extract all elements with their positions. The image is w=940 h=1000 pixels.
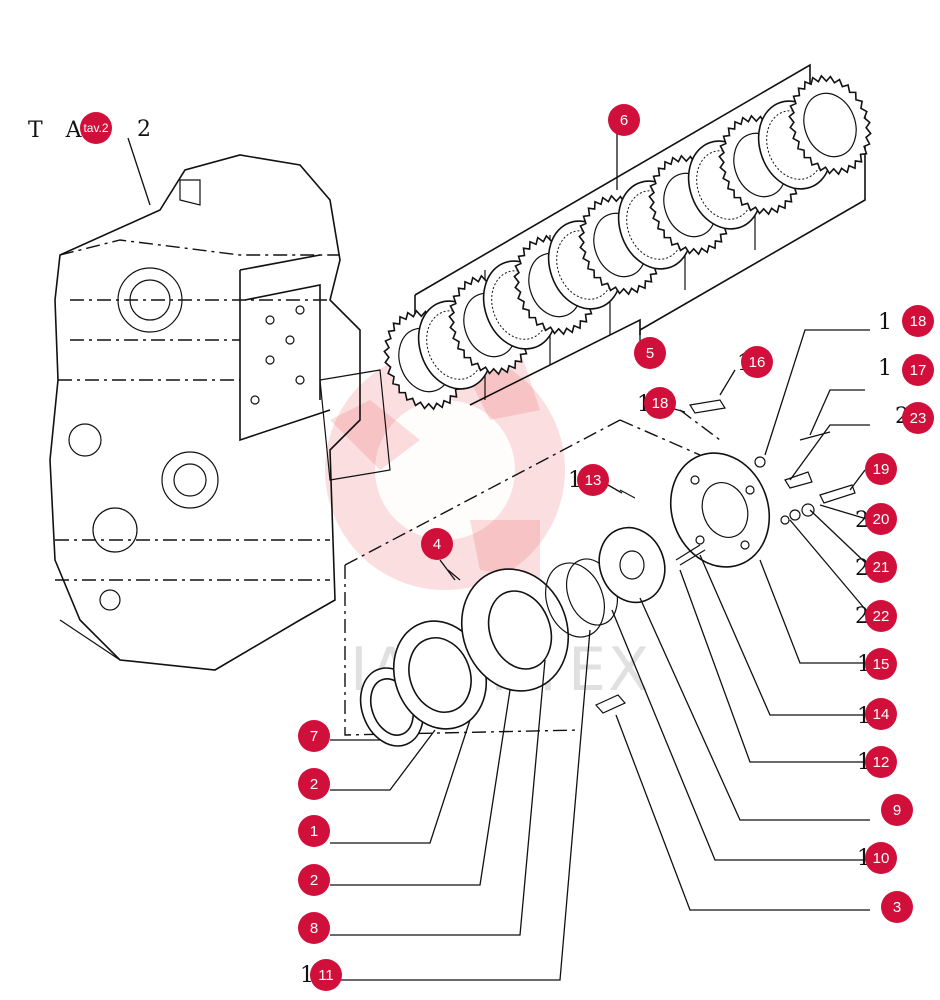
callout-6[interactable]: 6	[608, 104, 640, 136]
callout-17[interactable]: 17	[902, 354, 934, 386]
callout-18-top[interactable]: 18	[902, 305, 934, 337]
transmission-housing	[49, 154, 391, 671]
callout-5[interactable]: 5	[634, 337, 666, 369]
reference-label-left: T A	[28, 118, 90, 143]
callout-14[interactable]: 14	[865, 698, 897, 730]
stub-digit: 1	[878, 310, 892, 335]
callout-1[interactable]: 1	[298, 815, 330, 847]
stub-digit: 1	[878, 356, 892, 381]
callout-4[interactable]: 4	[421, 528, 453, 560]
callout-8[interactable]: 8	[298, 912, 330, 944]
callout-3[interactable]: 3	[881, 891, 913, 923]
callout-9[interactable]: 9	[881, 794, 913, 826]
toothed-disc-bore	[803, 92, 857, 158]
callout-16[interactable]: 16	[741, 346, 773, 378]
centerline	[344, 419, 621, 566]
callout-21[interactable]: 21	[865, 551, 897, 583]
lower-assembly	[359, 399, 856, 747]
callout-20[interactable]: 20	[865, 503, 897, 535]
callout-2-upper[interactable]: 2	[298, 768, 330, 800]
leader-lines	[127, 132, 871, 981]
callout-2-lower[interactable]: 2	[298, 864, 330, 896]
callout-10[interactable]: 10	[865, 842, 897, 874]
callout-7[interactable]: 7	[298, 720, 330, 752]
callout-15[interactable]: 15	[865, 648, 897, 680]
callout-23[interactable]: 23	[902, 402, 934, 434]
reference-tav-badge[interactable]: tav.2	[80, 112, 112, 144]
callout-11[interactable]: 11	[310, 959, 342, 991]
callout-13[interactable]: 13	[577, 464, 609, 496]
callout-22[interactable]: 22	[865, 600, 897, 632]
reference-label-right: 2	[137, 117, 151, 142]
callout-19[interactable]: 19	[865, 453, 897, 485]
clutch-discs	[383, 74, 872, 411]
watermark-logo: IAPARTEX	[325, 350, 649, 705]
callout-12[interactable]: 12	[865, 746, 897, 778]
callout-18-left[interactable]: 18	[644, 387, 676, 419]
